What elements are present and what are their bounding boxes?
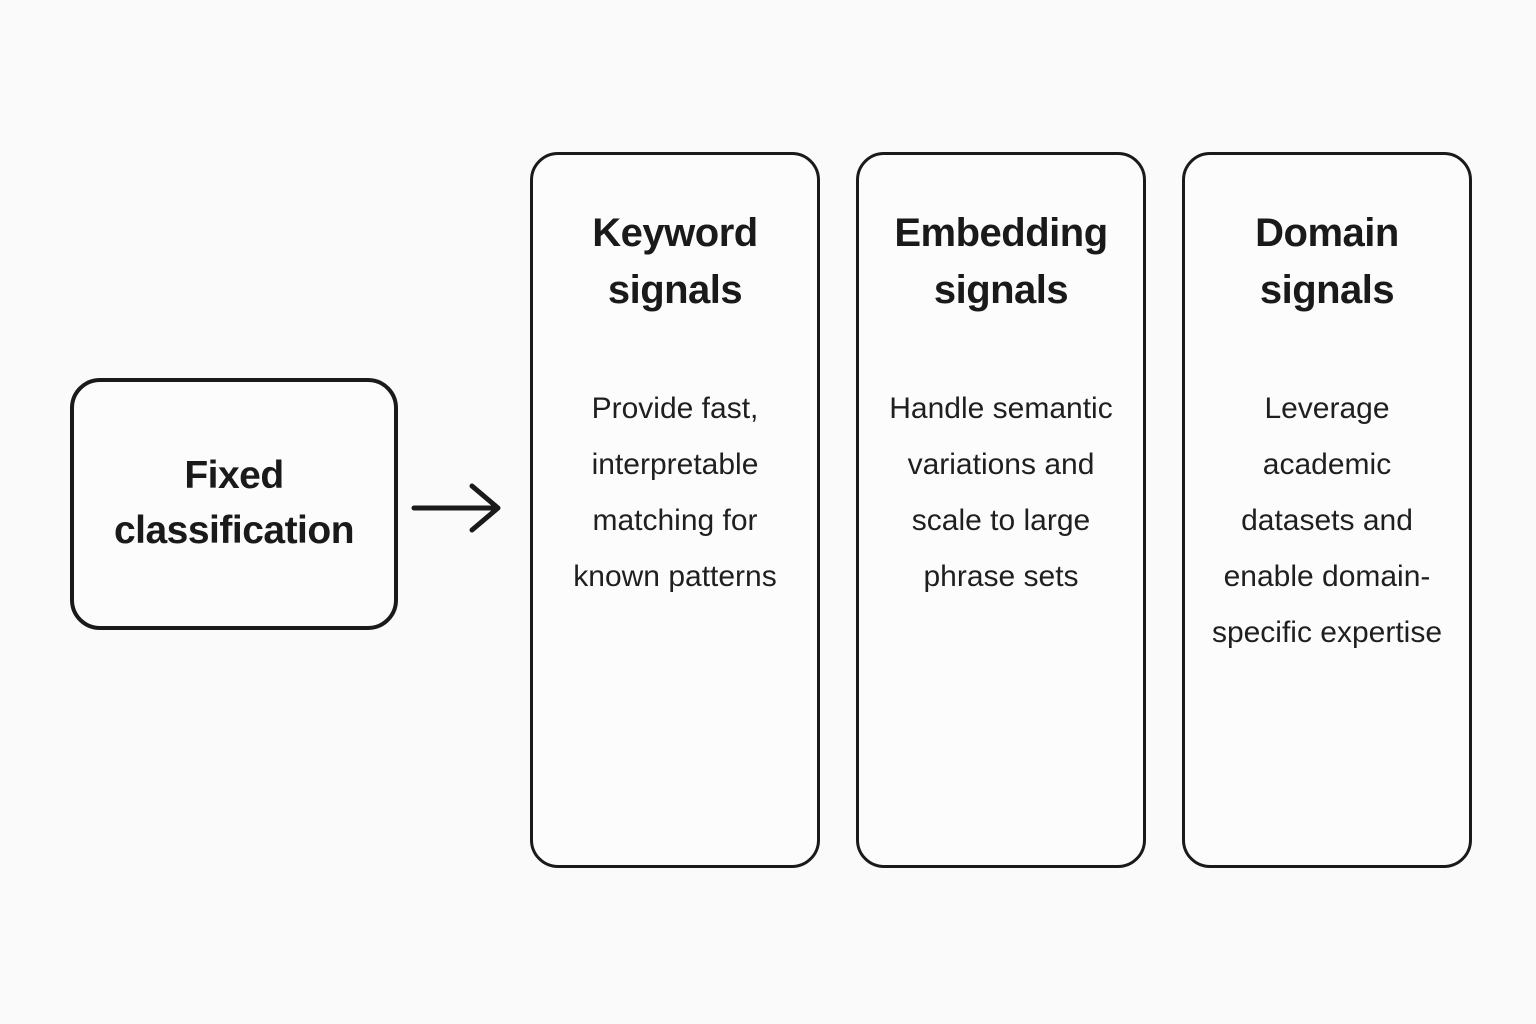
fixed-classification-box: Fixed classification <box>70 378 398 630</box>
right-arrow-icon <box>410 478 506 538</box>
card-keyword-signals: Keyword signals Provide fast, interpreta… <box>530 152 820 868</box>
card-domain-signals-body: Leverage academic datasets and enable do… <box>1211 391 1443 649</box>
card-keyword-signals-body: Provide fast, interpretable matching for… <box>573 391 777 593</box>
signal-cards: Keyword signals Provide fast, interpreta… <box>530 152 1472 868</box>
card-embedding-signals: Embedding signals Handle semantic variat… <box>856 152 1146 868</box>
card-domain-signals: Domain signals Leverage academic dataset… <box>1182 152 1472 868</box>
fixed-classification-label: Fixed classification <box>113 454 355 552</box>
card-embedding-signals-body: Handle semantic variations and scale to … <box>889 391 1113 593</box>
card-keyword-signals-title: Keyword signals <box>592 211 758 312</box>
card-domain-signals-title: Domain signals <box>1255 211 1399 312</box>
card-embedding-signals-title: Embedding signals <box>894 211 1108 312</box>
